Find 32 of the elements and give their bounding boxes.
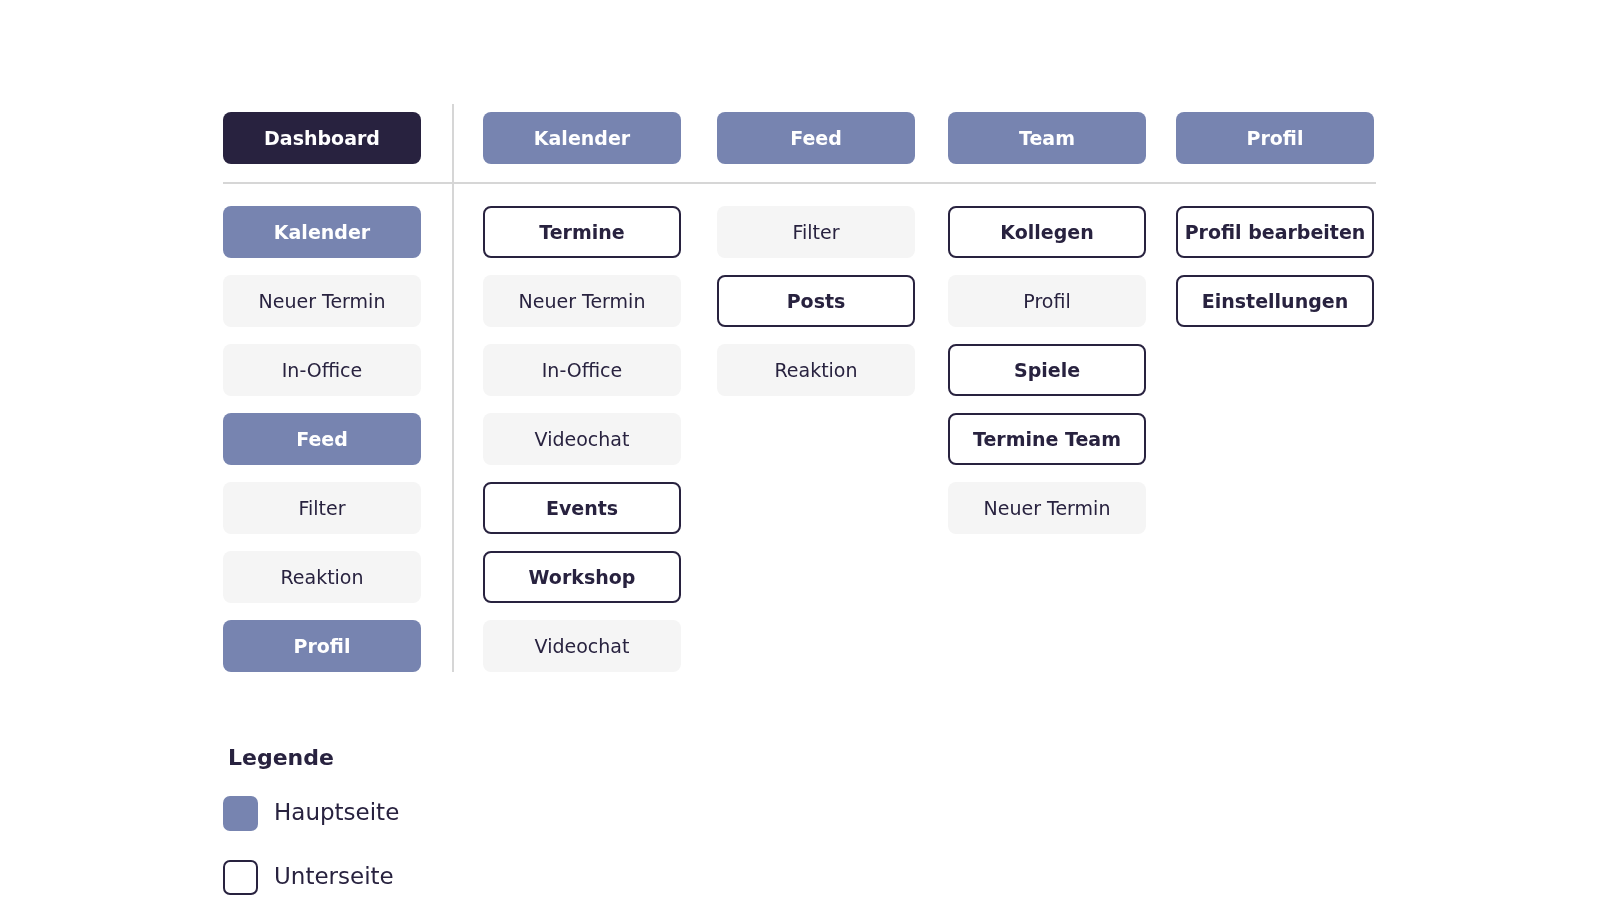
- subpage-box: Termine Team: [948, 413, 1146, 465]
- subpage-box: Events: [483, 482, 681, 534]
- main-page-box: Profil: [223, 620, 421, 672]
- subpage-box: Profil bearbeiten: [1176, 206, 1374, 258]
- main-page-box: Feed: [717, 112, 915, 164]
- subpage-box: Posts: [717, 275, 915, 327]
- feature-box: Filter: [223, 482, 421, 534]
- subpage-box: Spiele: [948, 344, 1146, 396]
- legend-text: Hauptseite: [274, 799, 400, 825]
- main-page-box: Kalender: [223, 206, 421, 258]
- main-page-box: Feed: [223, 413, 421, 465]
- feature-box: Neuer Termin: [223, 275, 421, 327]
- subpage-box: Workshop: [483, 551, 681, 603]
- main-page-box: Team: [948, 112, 1146, 164]
- subpage-box: Kollegen: [948, 206, 1146, 258]
- subpage-box: Termine: [483, 206, 681, 258]
- feature-box: Filter: [717, 206, 915, 258]
- main-page-box: Profil: [1176, 112, 1374, 164]
- feature-box: Videochat: [483, 620, 681, 672]
- main-page-box: Kalender: [483, 112, 681, 164]
- feature-box: Neuer Termin: [483, 275, 681, 327]
- feature-box: In-Office: [483, 344, 681, 396]
- legend-title: Legende: [228, 745, 334, 770]
- feature-box: In-Office: [223, 344, 421, 396]
- feature-box: Videochat: [483, 413, 681, 465]
- active-tab-box: Dashboard: [223, 112, 421, 164]
- legend-text: Unterseite: [274, 863, 394, 889]
- feature-box: Profil: [948, 275, 1146, 327]
- subpage-box: Einstellungen: [1176, 275, 1374, 327]
- feature-box: Neuer Termin: [948, 482, 1146, 534]
- feature-box: Reaktion: [223, 551, 421, 603]
- feature-box: Reaktion: [717, 344, 915, 396]
